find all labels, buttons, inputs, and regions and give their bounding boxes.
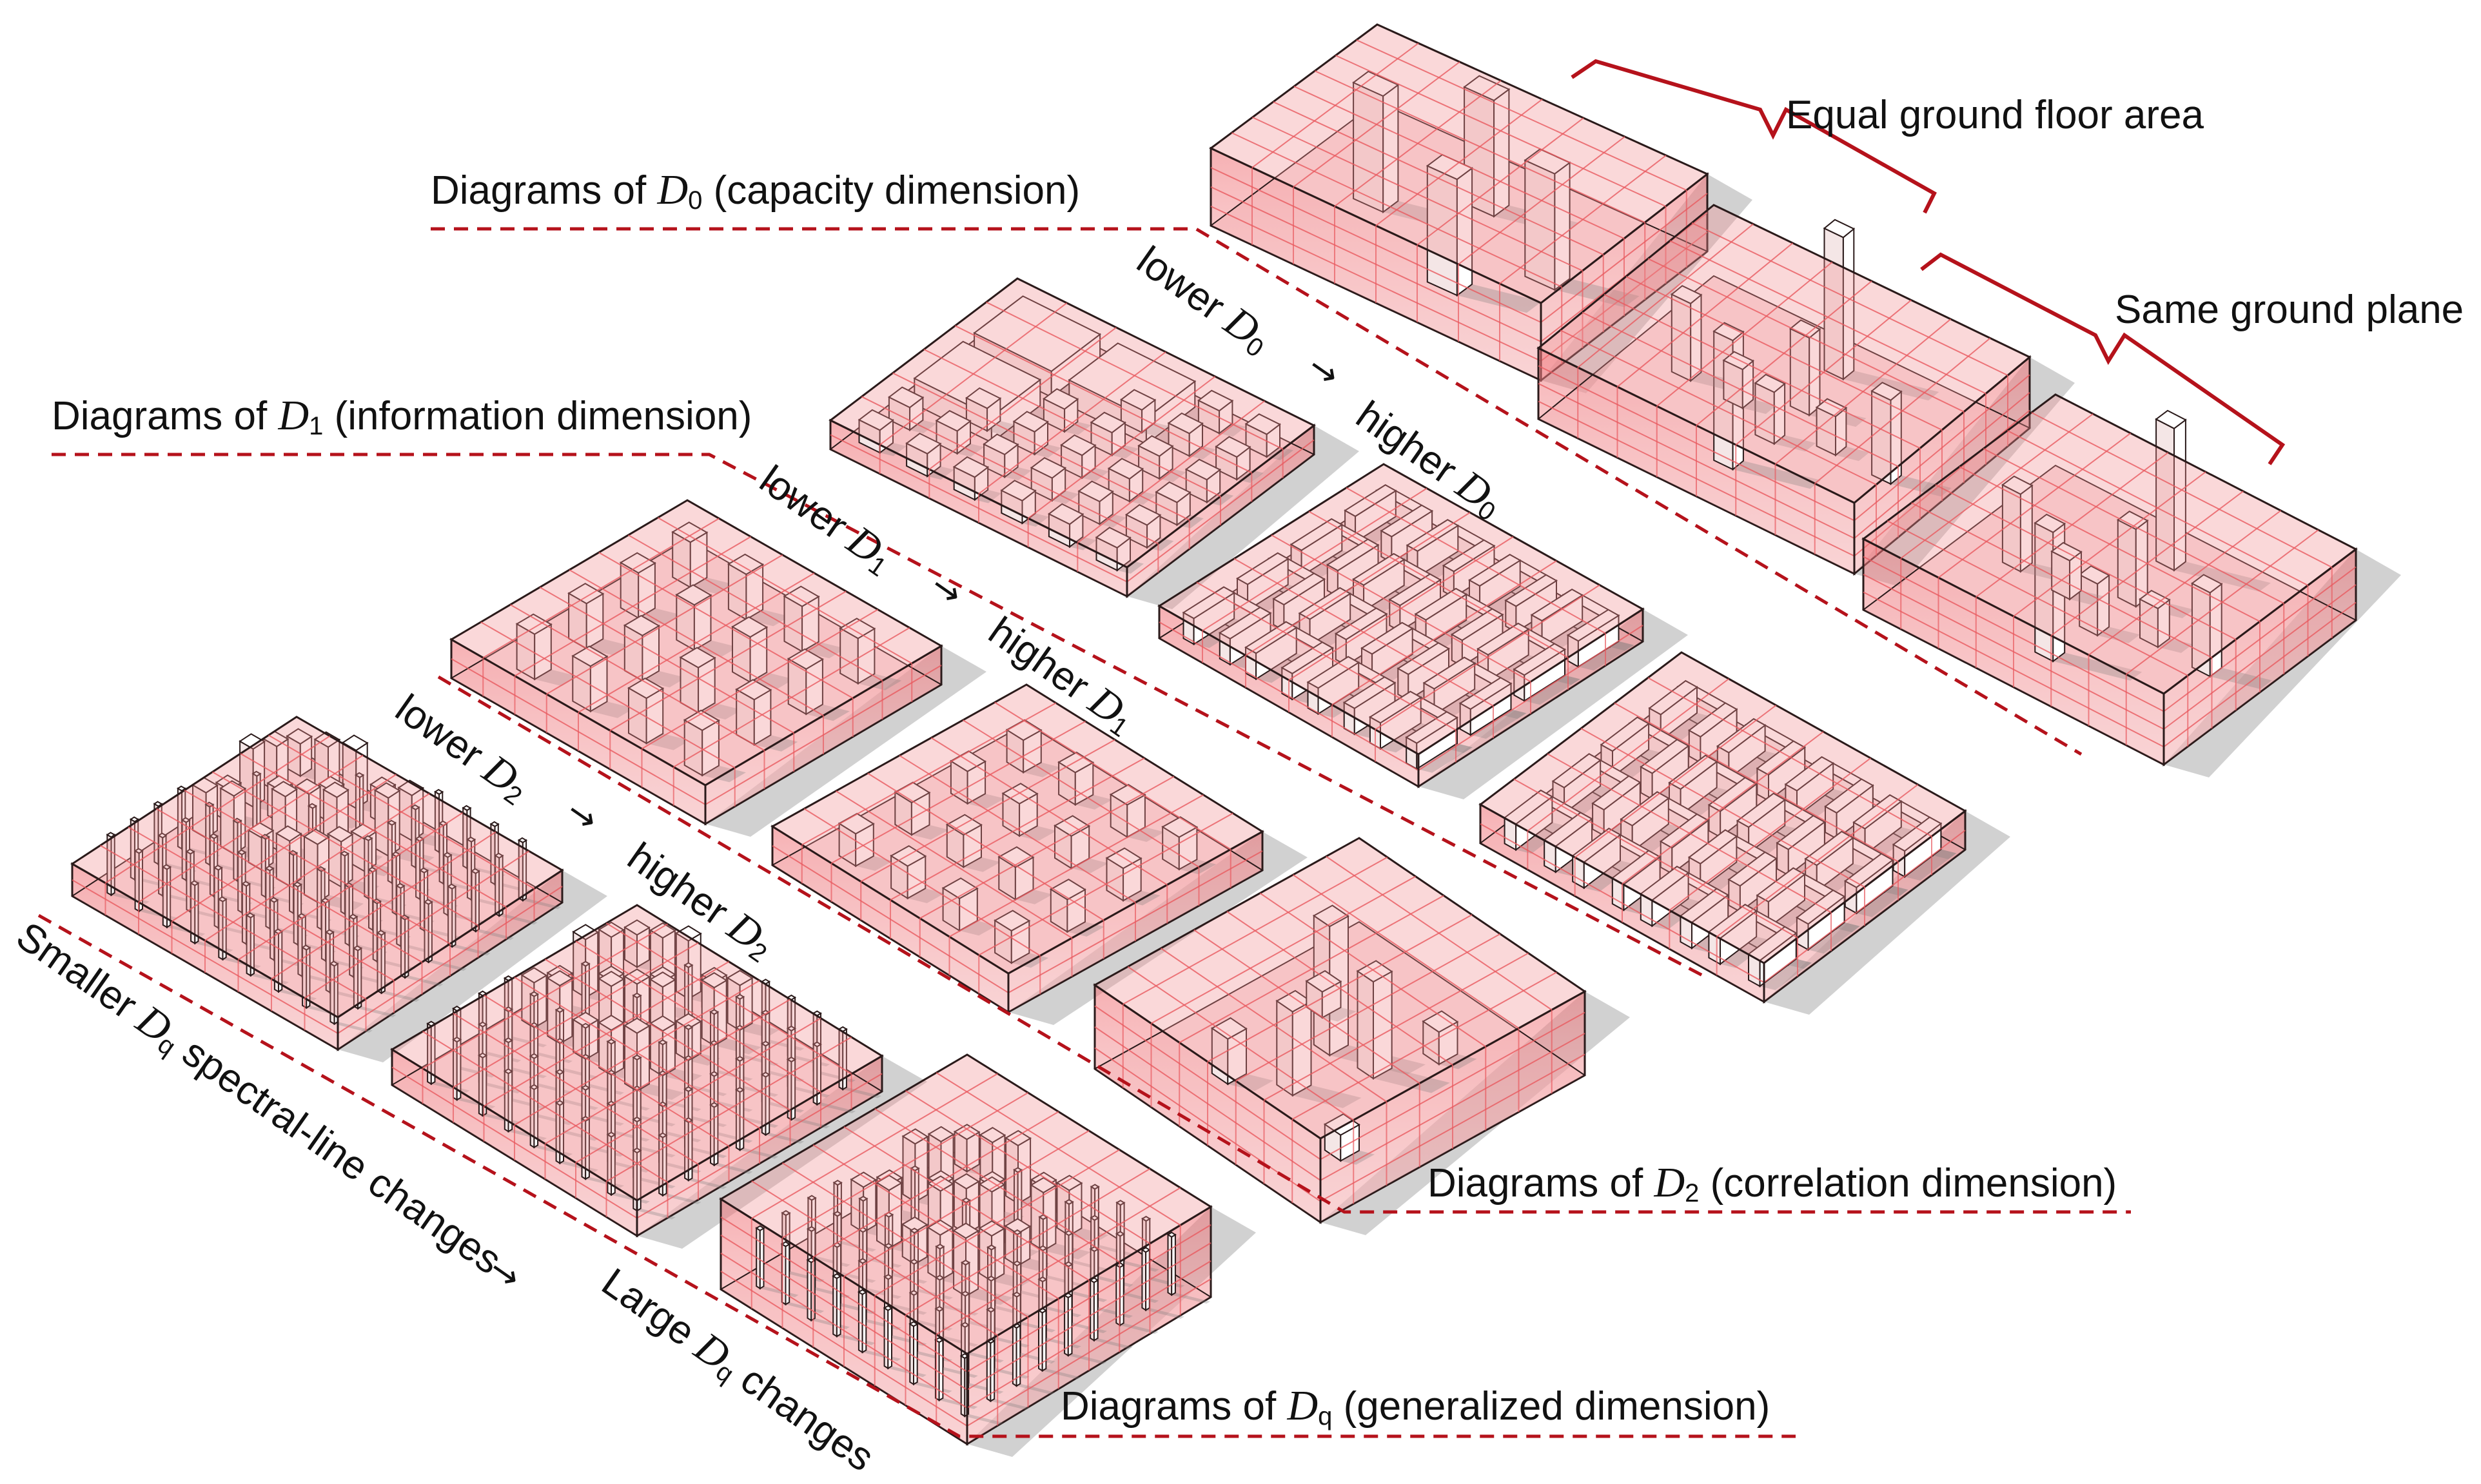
diagram-box-10 bbox=[70, 716, 607, 1062]
dashed-guide-lines bbox=[37, 227, 2131, 1438]
diagram-box-8 bbox=[770, 683, 1308, 1025]
diagram-box-2 bbox=[1536, 204, 2075, 587]
label-same-plane: Same ground plane bbox=[2115, 288, 2464, 332]
diagram-box-5 bbox=[1157, 463, 1688, 799]
diagram-box-3 bbox=[1861, 393, 2401, 777]
dashed-guide-1 bbox=[431, 227, 2083, 756]
dashed-guide-2 bbox=[52, 453, 1710, 981]
diagram-box-9 bbox=[1093, 837, 1630, 1235]
dashed-guide-3 bbox=[37, 913, 1796, 1438]
bracket-same-plane bbox=[1920, 252, 2286, 465]
diagram-boxes bbox=[70, 23, 2401, 1457]
diagram-box-11 bbox=[390, 904, 927, 1249]
diagram-box-7 bbox=[449, 499, 986, 837]
bracket-equal-area bbox=[1571, 59, 1937, 214]
diagram-box-12 bbox=[719, 1053, 1256, 1457]
label-dq-title: Diagrams of Dq (generalized dimension) bbox=[1061, 1382, 1770, 1430]
label-equal-area: Equal ground floor area bbox=[1786, 93, 2204, 137]
dashed-guide-4 bbox=[437, 675, 2131, 1214]
bracket-annotations bbox=[1571, 59, 2286, 465]
diagram-box-6 bbox=[1478, 651, 2010, 1015]
label-d2-title: Diagrams of D2 (correlation dimension) bbox=[1427, 1159, 2117, 1207]
diagram-box-4 bbox=[829, 277, 1359, 609]
label-d1-title: Diagrams of D1 (information dimension) bbox=[52, 392, 752, 440]
label-d0-title: Diagrams of D0 (capacity dimension) bbox=[431, 166, 1081, 215]
